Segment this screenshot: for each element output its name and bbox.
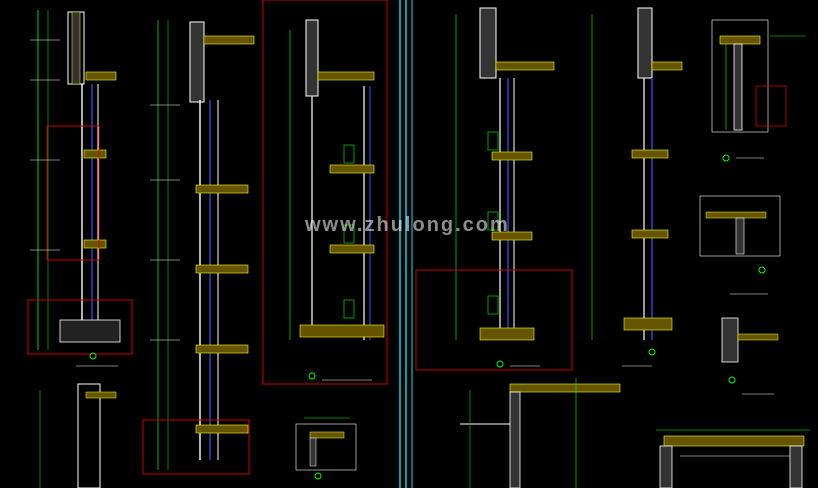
detail-1-top-right <box>711 19 806 162</box>
sheet-divider <box>399 0 413 488</box>
wall-section-3 <box>262 0 388 385</box>
wall-section-left-bottom <box>39 383 117 488</box>
detail-box-bottom-middle <box>295 417 357 480</box>
wall-section-5 <box>591 7 683 367</box>
wall-section-bottom-center <box>460 378 621 488</box>
wall-section-bottom-right <box>656 429 810 488</box>
wall-section-4 <box>455 7 555 368</box>
detail-3-right <box>721 317 779 395</box>
detail-2-right <box>699 195 781 295</box>
red-callout-frame-right <box>415 269 573 371</box>
watermark-text: www.zhulong.com <box>305 214 510 236</box>
wall-section-1 <box>27 10 133 367</box>
wall-section-2 <box>142 20 255 475</box>
